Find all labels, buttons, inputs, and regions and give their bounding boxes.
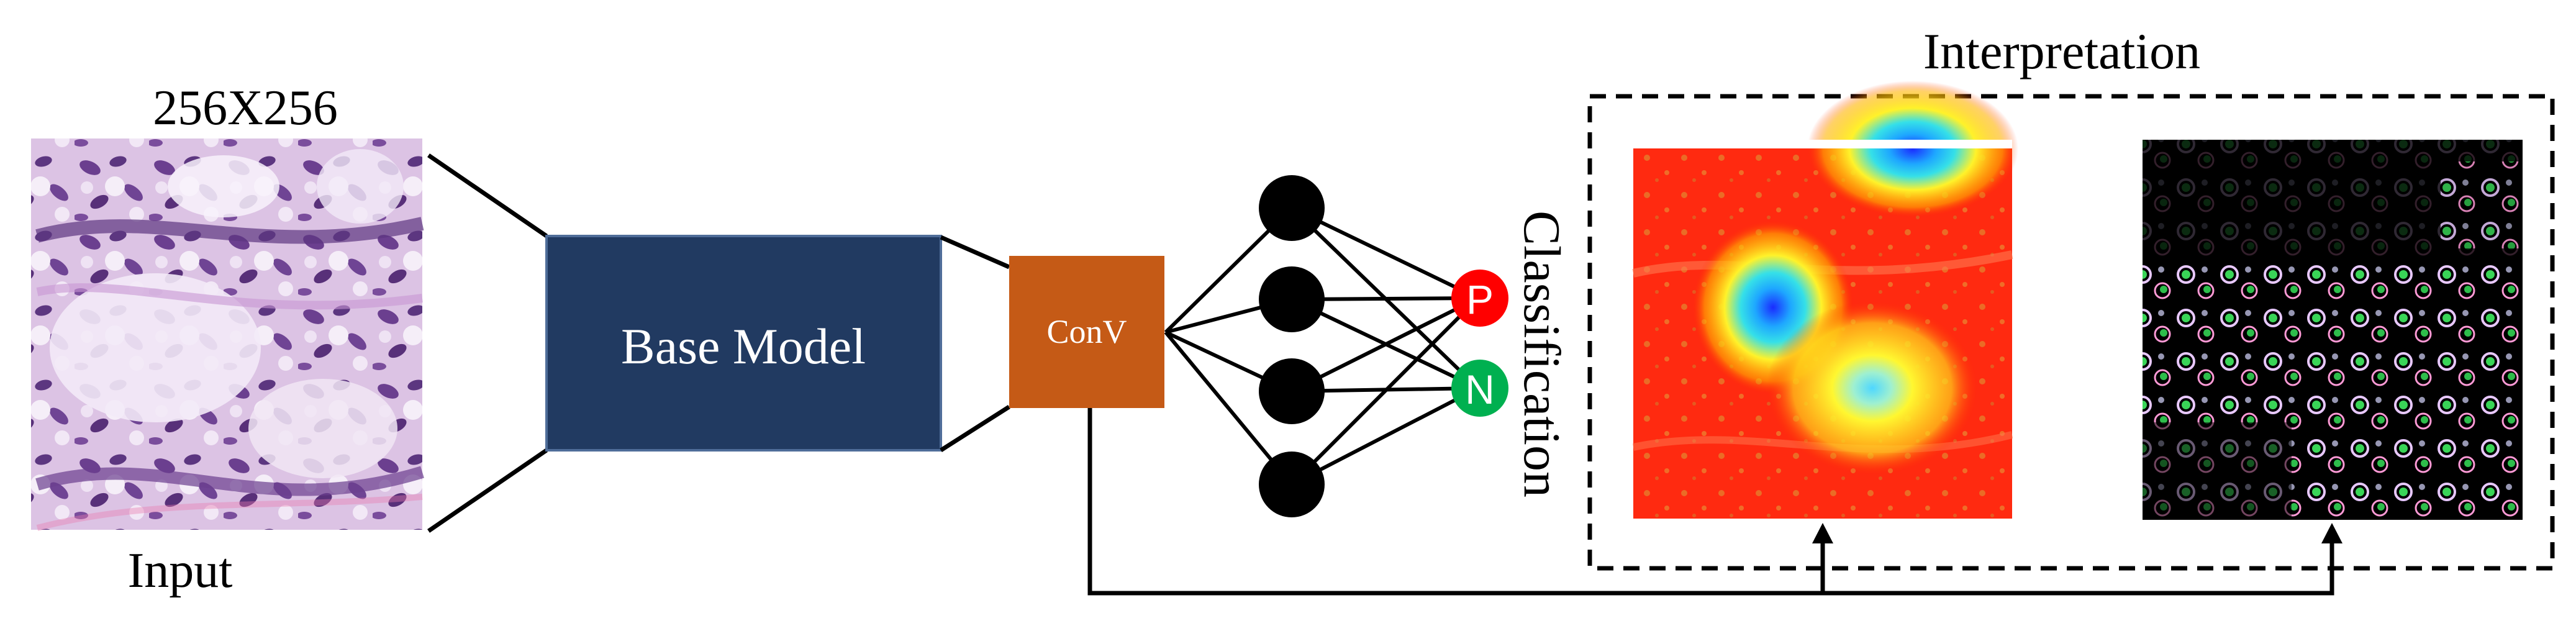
input-size-label: 256X256 [153,81,338,135]
hidden-node-1 [1259,175,1325,241]
input-tissue-image [31,138,424,531]
model-to-conv-bottom-line [940,405,1010,452]
interpretation-box [1587,94,2555,571]
arrow-to-heatmap [1812,523,1833,543]
model-to-conv-top-line [940,235,1010,270]
input-caption: Input [128,543,233,598]
output-node-negative-label: N [1465,366,1495,412]
arrow-to-saliency [2321,523,2342,543]
conv-label: ConV [1046,313,1127,350]
conv-block [1009,256,1164,408]
hidden-node-3 [1259,358,1325,424]
base-model-block [545,235,942,452]
base-model-label: Base Model [621,318,866,375]
output-node-positive [1451,270,1508,327]
hidden-node-4 [1259,452,1325,517]
output-node-negative [1451,360,1508,417]
hidden-node-2 [1259,266,1325,332]
input-to-model-top-line [427,153,548,238]
output-node-positive-label: P [1466,276,1494,322]
dense-network [1164,206,1480,486]
interpretation-title: Interpretation [1923,23,2200,79]
feedback-connector [1087,408,2334,596]
classification-label: Classification [1513,211,1571,497]
interpretation-heatmap [1632,81,2018,519]
interpretation-saliency-map [2143,140,2523,520]
input-to-model-bottom-line [427,448,548,533]
